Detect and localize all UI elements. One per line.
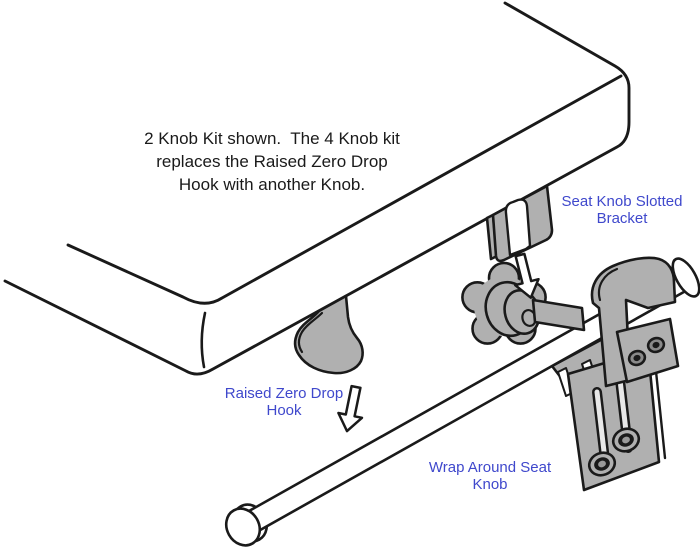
label-raised-zero-drop-hook: Raised Zero Drop Hook [224, 385, 344, 419]
clamp-screw [646, 336, 666, 354]
label-wrap-around-seat-knob: Wrap Around Seat Knob [428, 459, 552, 493]
down-arrow-icon [513, 252, 540, 299]
down-arrow-icon [337, 384, 364, 433]
mounting-rod [224, 257, 700, 547]
label-seat-knob-slotted-bracket: Seat Knob Slotted Bracket [561, 193, 683, 227]
knob-arm [531, 298, 586, 332]
seat-knob-slotted-bracket [485, 184, 554, 263]
clamp-screw [627, 349, 647, 367]
wrap-around-clamp [590, 256, 680, 388]
plate-bolt [611, 427, 641, 453]
plate-bolt [587, 451, 617, 477]
raised-zero-drop-hook [293, 294, 364, 375]
kit-note: 2 Knob Kit shown. The 4 Knob kit replace… [144, 129, 400, 194]
seat-board [3, 1, 631, 376]
